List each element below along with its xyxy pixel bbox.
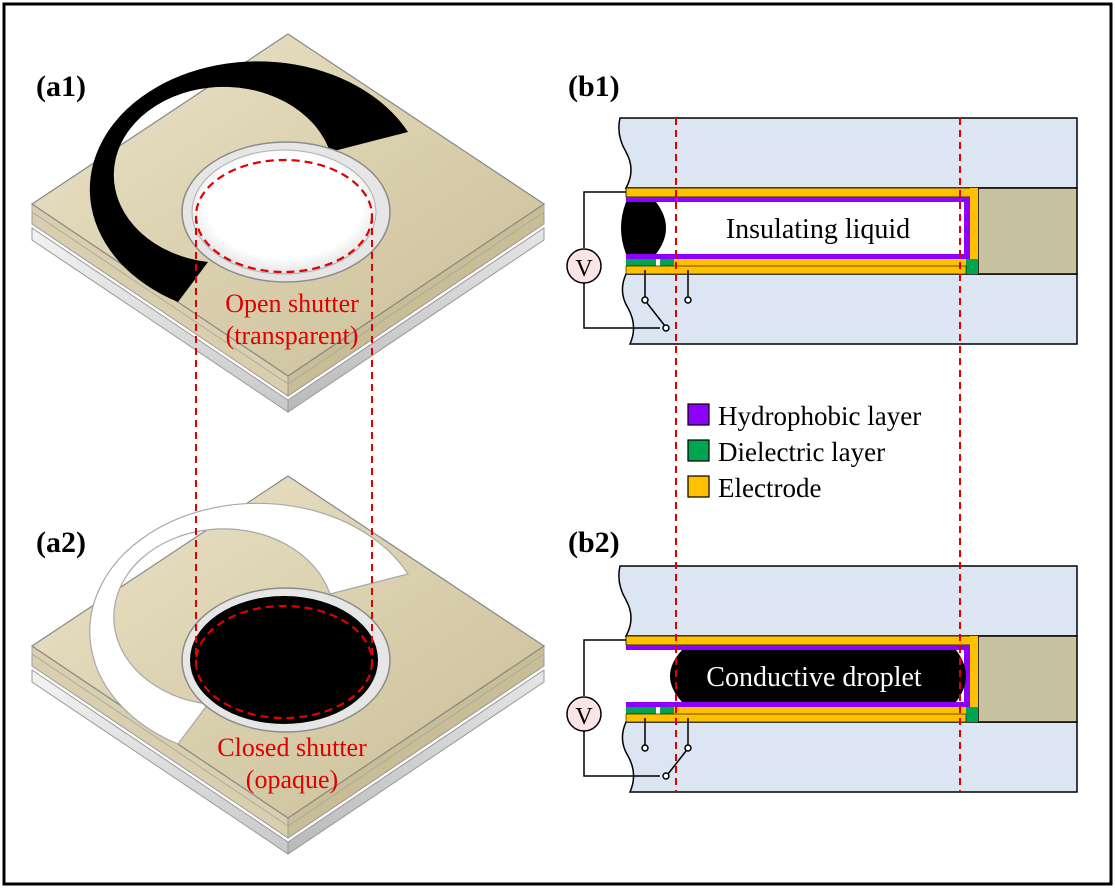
device-a2-label-line2: (opaque) xyxy=(246,765,338,794)
device-a2: Closed shutter (opaque) xyxy=(30,475,546,855)
b1-droplet xyxy=(621,202,666,254)
legend-label-hydrophobic: Hydrophobic layer xyxy=(718,401,921,431)
b2-switch-pivot xyxy=(662,772,670,780)
b1-wire-top xyxy=(583,191,626,248)
device-a2-label-line1: Closed shutter xyxy=(217,733,367,762)
b2-bottom-dielectric-2 xyxy=(660,707,674,714)
cross-section-b2: Conductive droplet V xyxy=(566,565,1078,793)
b1-end-electrode xyxy=(970,188,978,274)
b2-end-hydrophobic xyxy=(964,645,970,707)
b2-bottom-dielectric-1 xyxy=(626,707,656,714)
legend-swatch-hydrophobic xyxy=(687,403,710,426)
device-a2-aperture-opaque xyxy=(190,596,378,724)
b1-bottom-dielectric-3 xyxy=(674,259,966,266)
b2-liquid-region xyxy=(626,650,670,702)
b1-bottom-hydrophobic xyxy=(626,254,970,259)
b2-droplet xyxy=(670,650,966,702)
b2-droplet-label: Conductive droplet xyxy=(706,662,922,693)
b1-contact-1 xyxy=(641,296,649,304)
device-a1-label-line2: (transparent) xyxy=(226,321,359,350)
device-a1-aperture xyxy=(191,149,377,275)
b1-voltage-symbol: V xyxy=(575,256,593,282)
b1-switch-arm xyxy=(646,302,666,327)
b1-switch-pivot xyxy=(662,324,670,332)
device-a1-label-line1: Open shutter xyxy=(225,289,359,318)
b1-wire-bottom xyxy=(583,283,660,329)
panel-label-b1: (b1) xyxy=(568,70,620,103)
legend-label-electrode: Electrode xyxy=(718,473,821,503)
device-a2-bottom-plate-right xyxy=(287,669,545,855)
b2-bottom-dielectric-3 xyxy=(674,707,966,714)
device-a1-bottom-plate-right xyxy=(287,227,545,413)
cross-section-b1: Insulating liquid V xyxy=(566,117,1078,345)
b1-liquid-region xyxy=(668,202,964,254)
b1-contact-2 xyxy=(684,296,692,304)
legend-swatch-dielectric xyxy=(687,439,710,462)
b2-wire-bottom xyxy=(583,731,660,777)
b2-spacer xyxy=(977,635,1078,723)
b1-top-hydrophobic xyxy=(626,197,978,202)
b2-contact-1 xyxy=(641,744,649,752)
b1-top-electrode xyxy=(625,187,979,198)
b2-wire-top xyxy=(583,639,626,696)
device-a1: Open shutter (transparent) xyxy=(30,33,546,413)
panel-label-a1: (a1) xyxy=(36,70,86,103)
legend-label-dielectric: Dielectric layer xyxy=(718,437,885,467)
b1-top-glass xyxy=(618,117,1078,189)
b2-voltage-symbol: V xyxy=(575,704,593,730)
legend: Hydrophobic layer Dielectric layer Elect… xyxy=(687,401,921,503)
b2-bottom-electrode xyxy=(625,713,967,723)
b1-bottom-dielectric-2 xyxy=(660,259,674,266)
b2-contact-2 xyxy=(684,744,692,752)
b2-bottom-dielectric-end xyxy=(966,707,978,722)
device-a2-empty-channel xyxy=(89,502,409,745)
b1-bottom-electrode xyxy=(625,265,967,275)
b1-end-hydrophobic xyxy=(964,197,970,259)
b1-spacer xyxy=(977,187,1078,275)
b1-bottom-dielectric-1 xyxy=(626,259,656,266)
b2-top-glass xyxy=(618,565,1078,637)
b1-bottom-dielectric-end xyxy=(966,259,978,274)
b1-bottom-glass xyxy=(621,273,1078,345)
device-a1-shutter-film xyxy=(89,61,408,303)
b2-top-hydrophobic xyxy=(626,645,978,650)
b2-bottom-glass xyxy=(621,721,1078,793)
b2-top-electrode xyxy=(625,635,979,646)
b2-switch-arm xyxy=(667,750,687,775)
legend-swatch-electrode xyxy=(687,475,710,498)
b1-liquid-label: Insulating liquid xyxy=(726,214,910,245)
b2-bottom-hydrophobic xyxy=(626,702,970,707)
panel-label-a2: (a2) xyxy=(36,526,86,559)
panel-label-b2: (b2) xyxy=(568,526,620,559)
b2-end-electrode xyxy=(970,636,978,722)
